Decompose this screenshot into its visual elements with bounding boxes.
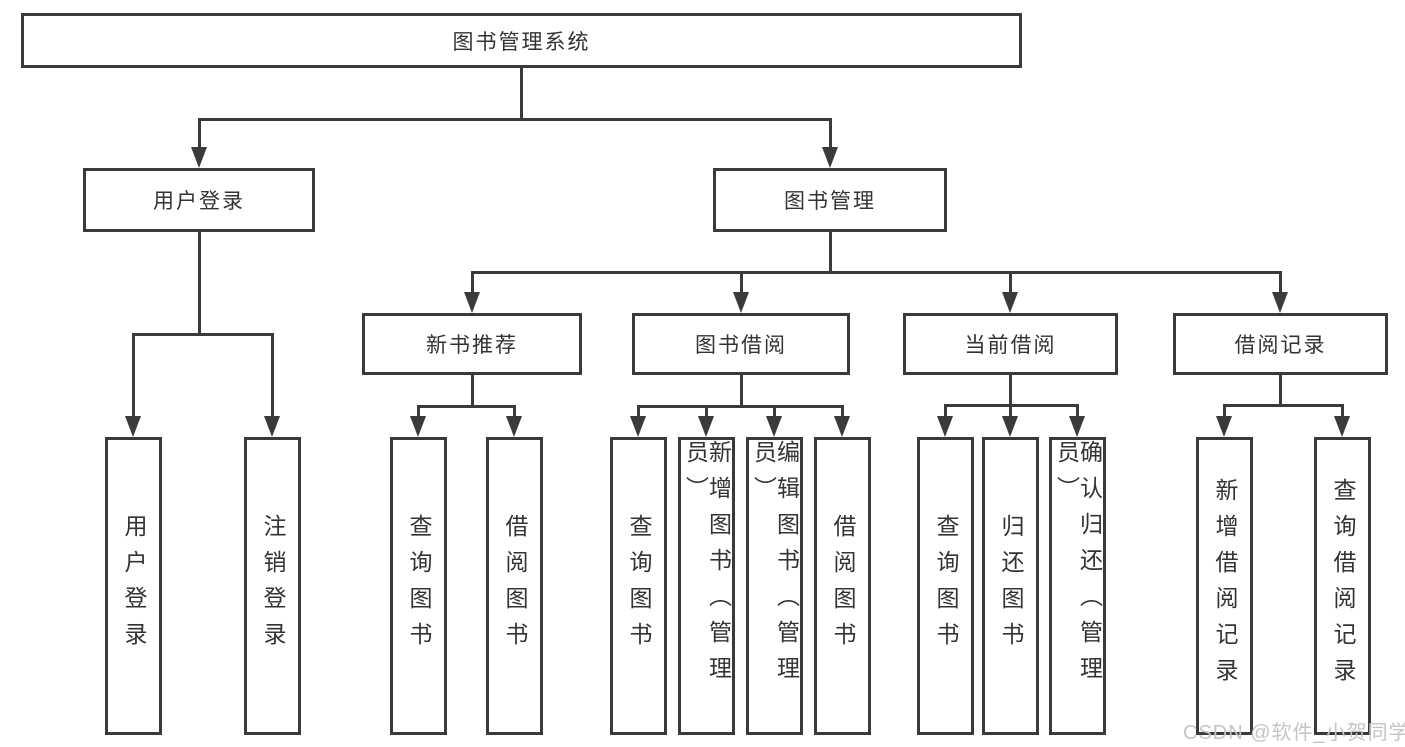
connector-line bbox=[1340, 404, 1344, 420]
arrow-down-icon bbox=[630, 416, 646, 437]
node-label: 新增借阅记录 bbox=[1212, 478, 1238, 694]
node-label: 用户登录 bbox=[153, 190, 245, 213]
leaf-query-borrow-record: 查询借阅记录 bbox=[1314, 437, 1371, 735]
connector-line bbox=[470, 271, 474, 296]
node-label: 用户登录 bbox=[121, 514, 147, 658]
leaf-return-book: 归还图书 bbox=[982, 437, 1039, 735]
node-current-borrow: 当前借阅 bbox=[903, 313, 1118, 375]
arrow-down-icon bbox=[733, 292, 749, 313]
node-label: 查询图书 bbox=[406, 514, 432, 658]
connector-line bbox=[1224, 404, 1342, 407]
connector-line bbox=[270, 333, 274, 420]
node-label: 编辑图书（管理员） bbox=[750, 440, 800, 692]
arrow-down-icon bbox=[822, 147, 838, 168]
arrow-down-icon bbox=[937, 416, 953, 437]
node-label: 新增图书（管理员） bbox=[682, 440, 732, 692]
connector-line bbox=[1008, 375, 1012, 406]
leaf-query-book-current: 查询图书 bbox=[917, 437, 974, 735]
connector-line bbox=[131, 333, 135, 420]
node-label: 确认归还（管理员） bbox=[1053, 440, 1103, 692]
connector-line bbox=[198, 118, 831, 121]
arrow-down-icon bbox=[264, 416, 280, 437]
node-new-book-recommend: 新书推荐 bbox=[362, 313, 582, 375]
node-label: 查询图书 bbox=[933, 514, 959, 658]
connector-line bbox=[519, 67, 523, 120]
connector-line bbox=[828, 118, 832, 151]
leaf-user-login: 用户登录 bbox=[105, 437, 162, 735]
arrow-down-icon bbox=[1002, 292, 1018, 313]
node-label: 借阅图书 bbox=[830, 514, 856, 658]
node-label: 图书管理系统 bbox=[452, 30, 591, 54]
arrow-down-icon bbox=[464, 292, 480, 313]
connector-line bbox=[739, 271, 743, 296]
arrow-down-icon bbox=[698, 416, 714, 437]
connector-line bbox=[1278, 271, 1282, 296]
connector-line bbox=[636, 405, 640, 420]
arrow-down-icon bbox=[1216, 416, 1232, 437]
connector-line bbox=[1222, 404, 1226, 420]
arrow-down-icon bbox=[410, 416, 426, 437]
connector-line bbox=[472, 271, 1280, 274]
node-library-management-system: 图书管理系统 bbox=[21, 13, 1022, 68]
connector-line bbox=[470, 375, 474, 408]
arrow-down-icon bbox=[1069, 416, 1085, 437]
node-label: 借阅记录 bbox=[1234, 334, 1327, 357]
arrow-down-icon bbox=[506, 416, 522, 437]
connector-line bbox=[1008, 271, 1012, 296]
arrow-down-icon bbox=[1002, 416, 1018, 437]
connector-line bbox=[828, 232, 832, 274]
node-label: 图书借阅 bbox=[695, 334, 787, 357]
connector-line bbox=[418, 405, 514, 408]
arrow-down-icon bbox=[1272, 292, 1288, 313]
connector-line bbox=[943, 404, 947, 420]
node-label: 借阅图书 bbox=[502, 514, 528, 658]
leaf-add-borrow-record: 新增借阅记录 bbox=[1196, 437, 1253, 735]
connector-line bbox=[1008, 404, 1012, 420]
arrow-down-icon bbox=[1334, 416, 1350, 437]
connector-line bbox=[840, 405, 844, 420]
connector-line bbox=[772, 405, 776, 420]
node-book-management-branch: 图书管理 bbox=[713, 168, 947, 232]
connector-line bbox=[1278, 375, 1282, 406]
arrow-down-icon bbox=[766, 416, 782, 437]
arrow-down-icon bbox=[834, 416, 850, 437]
csdn-watermark: CSDN @软件_小贺同学 bbox=[1183, 722, 1405, 744]
node-book-borrow: 图书借阅 bbox=[632, 313, 850, 375]
connector-line bbox=[704, 405, 708, 420]
node-label: 新书推荐 bbox=[426, 334, 518, 357]
node-label: 查询借阅记录 bbox=[1330, 478, 1356, 694]
arrow-down-icon bbox=[191, 147, 207, 168]
node-user-login-branch: 用户登录 bbox=[83, 168, 315, 232]
leaf-edit-book-admin: 编辑图书（管理员） bbox=[746, 437, 803, 735]
arrow-down-icon bbox=[125, 416, 141, 437]
node-label: 图书管理 bbox=[784, 190, 876, 213]
connector-line bbox=[638, 405, 842, 408]
node-label: 查询图书 bbox=[626, 514, 652, 658]
leaf-logout-login: 注销登录 bbox=[244, 437, 301, 735]
leaf-query-book-recommend: 查询图书 bbox=[390, 437, 447, 735]
connector-line bbox=[739, 375, 743, 408]
node-label: 归还图书 bbox=[998, 514, 1024, 658]
connector-line bbox=[512, 405, 516, 420]
leaf-borrow-book-recommend: 借阅图书 bbox=[486, 437, 543, 735]
connector-line bbox=[133, 333, 273, 336]
leaf-borrow-book: 借阅图书 bbox=[814, 437, 871, 735]
connector-line bbox=[416, 405, 420, 420]
connector-line bbox=[197, 232, 201, 336]
node-label: 注销登录 bbox=[260, 514, 286, 658]
leaf-confirm-return-admin: 确认归还（管理员） bbox=[1049, 437, 1106, 735]
connector-line bbox=[1075, 404, 1079, 420]
leaf-add-book-admin: 新增图书（管理员） bbox=[678, 437, 735, 735]
node-borrow-records: 借阅记录 bbox=[1173, 313, 1388, 375]
leaf-query-book-borrow: 查询图书 bbox=[610, 437, 667, 735]
node-label: 当前借阅 bbox=[964, 334, 1057, 357]
connector-line bbox=[197, 118, 201, 151]
